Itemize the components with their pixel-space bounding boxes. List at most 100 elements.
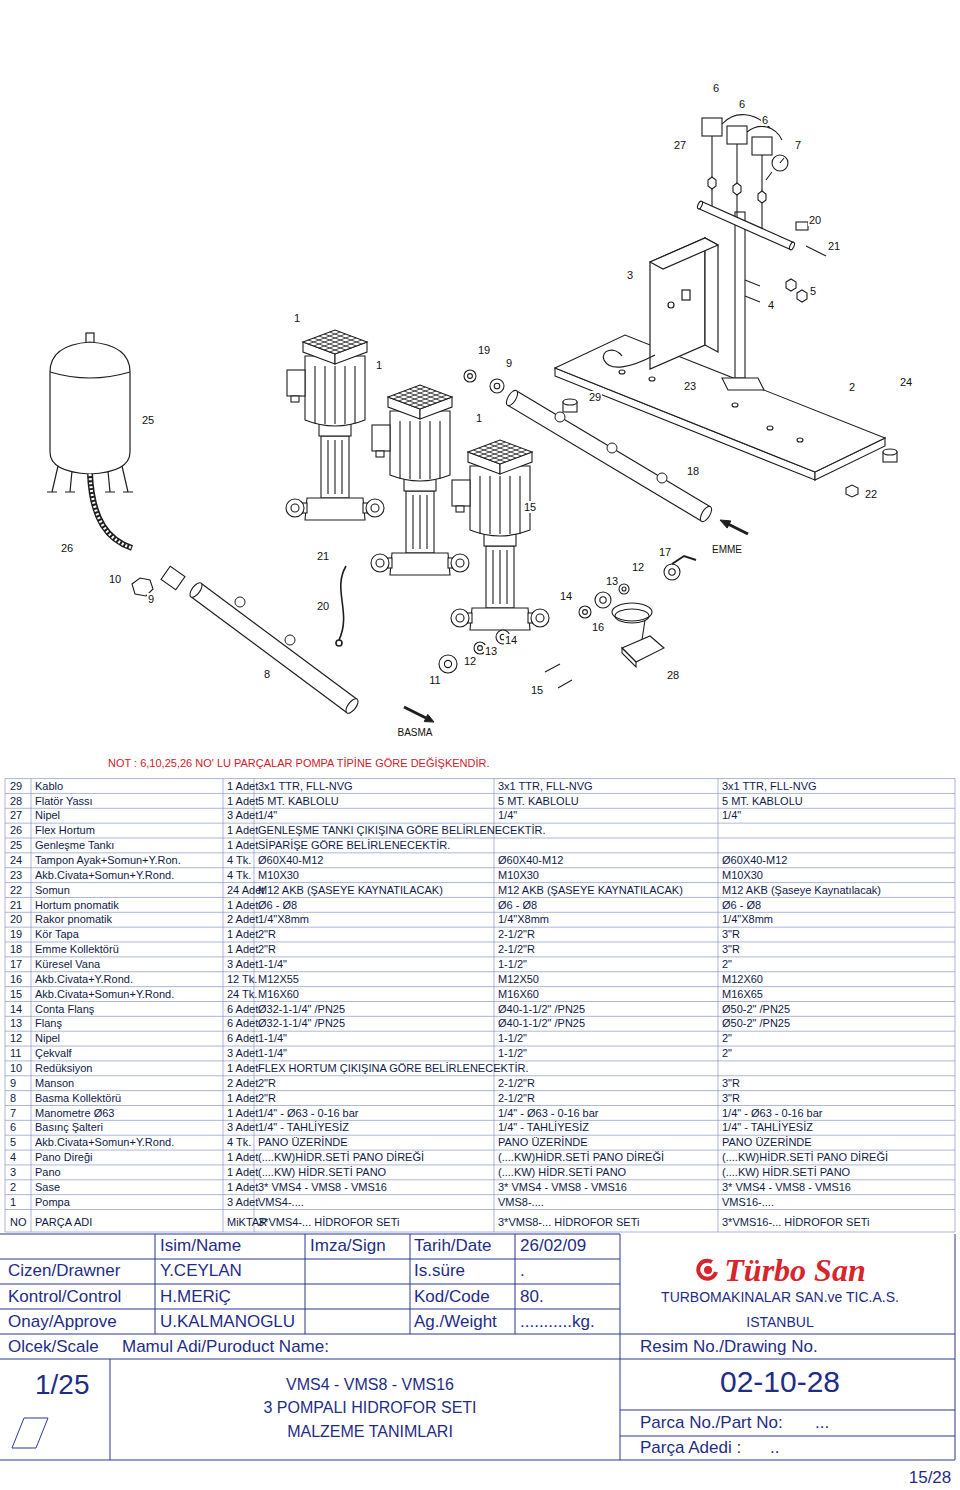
parts-table-grid (5, 1105, 955, 1106)
collector-pipe (344, 697, 361, 716)
pump-illustration (486, 546, 514, 608)
spec-cell: 1/4" (498, 809, 517, 822)
rubber-foot (846, 485, 858, 497)
pump-illustration (334, 440, 335, 494)
parts-table-grid (5, 1031, 955, 1032)
callout-number: 29 (588, 391, 602, 404)
row-number: 7 (10, 1107, 16, 1120)
title-block-frame (12, 1418, 48, 1448)
spec-cell: Ø32-1-1/4" /PN25 (258, 1003, 345, 1016)
pump-illustration (286, 330, 384, 520)
switch-manifold (752, 137, 772, 155)
control-panel (705, 238, 718, 352)
row-number: 3 (10, 1166, 16, 1179)
row-number: 9 (10, 1077, 16, 1090)
pump-illustration (492, 550, 493, 604)
spec-cell: 1/4" - TAHLİYESİZ (258, 1121, 349, 1134)
spec-cell: 1/4" - Ø63 - 0-16 bar (498, 1107, 599, 1120)
parts-table-grid (5, 808, 955, 809)
parts-table-grid (5, 852, 955, 853)
pump-illustration (439, 421, 440, 479)
spec-cell: Ø60X40-M12 (722, 854, 787, 867)
title-block-text: 80. (520, 1287, 544, 1307)
spec-cell: 1-1/4" (258, 1047, 287, 1060)
row-number: 14 (10, 1003, 22, 1016)
title-block-text: Cizen/Drawner (8, 1261, 120, 1281)
title-block-text: Parca No./Part No: (640, 1413, 783, 1433)
callout-number: 14 (559, 590, 573, 603)
spec-cell: 1-1/2" (498, 958, 527, 971)
row-number: 18 (10, 943, 22, 956)
callout-number: 27 (673, 139, 687, 152)
spec-cell: VMS4-.... (258, 1196, 304, 1209)
valve-fittings (478, 646, 483, 651)
chassis (619, 370, 625, 374)
quantity: 1 Adet (227, 928, 258, 941)
chassis (797, 438, 803, 442)
flow-arrow (424, 714, 434, 722)
spec-cell: VMS8-.... (498, 1196, 544, 1209)
parts-table-grid (5, 1060, 955, 1061)
callout-number: 4 (767, 299, 775, 312)
row-number: 2 (10, 1181, 16, 1194)
title-block-text: 3 POMPALI HIDROFOR SETI (263, 1399, 476, 1417)
collector-pipe (700, 205, 792, 246)
spec-cell: Ø6 - Ø8 (498, 899, 537, 912)
parts-table-grid (955, 779, 956, 1232)
collector-pipe (789, 241, 796, 250)
title-block-frame (0, 1234, 955, 1460)
pump-illustration (451, 554, 469, 572)
part-name: Manometre Ø63 (35, 1107, 114, 1120)
part-name: Emme Kollektörü (35, 943, 119, 956)
spec-cell: M12X60 (722, 973, 763, 986)
switch-manifold (702, 118, 722, 136)
pump-illustration (456, 614, 464, 622)
quantity: 1 Adet (227, 1062, 258, 1075)
parts-table-grid (5, 1164, 955, 1165)
expansion-tank (50, 342, 130, 474)
spec-cell: 2" (722, 1032, 732, 1045)
title-block-text: Parça Adedi : (640, 1438, 741, 1458)
pump-illustration (426, 495, 427, 549)
control-panel (668, 302, 674, 308)
quantity: 1 Adet (227, 824, 258, 837)
float-switch (612, 603, 664, 667)
callout-number: 12 (631, 561, 645, 574)
pump-illustration (371, 554, 389, 572)
control-panel (603, 350, 655, 367)
spec-cell: 5 MT. KABLOLU (498, 795, 579, 808)
pump-illustration (371, 385, 469, 575)
spec-cell: 3"R (722, 1077, 740, 1090)
spec-cell: GENLEŞME TANKI ÇIKIŞINA GÖRE BELİRLENECE… (258, 824, 546, 837)
valve-fittings (583, 610, 588, 615)
callout-number: 7 (794, 139, 802, 152)
control-panel (682, 290, 690, 300)
parts-table-grid (5, 1120, 955, 1121)
pump-illustration (519, 476, 520, 534)
valve-fittings (494, 383, 500, 389)
switch-manifold (806, 246, 826, 256)
part-name: Flanş (35, 1017, 62, 1030)
fittings-left (132, 566, 185, 596)
parts-table-grid (494, 779, 495, 1232)
company-logo-mark (706, 1268, 710, 1272)
title-block-text: H.MERiÇ (160, 1287, 231, 1307)
collector-pipe (285, 635, 295, 645)
pump-illustration (334, 366, 335, 424)
pump-illustration (303, 330, 367, 354)
title-block-text: TURBOMAKINALAR SAN.ve TIC.A.S. (661, 1289, 899, 1305)
valve-fittings (600, 597, 606, 603)
flow-direction-label: BASMA (396, 727, 433, 739)
switch-manifold (727, 126, 747, 144)
quantity: 3 Adet (227, 1121, 258, 1134)
parts-table-grid (5, 1046, 955, 1047)
spec-cell: Ø60X40-M12 (498, 854, 563, 867)
quantity: 2 Adet (227, 1077, 258, 1090)
pump-illustration (287, 370, 305, 396)
title-block-text: 02-10-28 (720, 1365, 840, 1400)
spec-cell: 3"R (722, 928, 740, 941)
switch-manifold (712, 136, 762, 166)
valve-fittings (595, 592, 611, 608)
spec-cell: 2"R (258, 1077, 276, 1090)
parts-table-grid (5, 1150, 955, 1151)
